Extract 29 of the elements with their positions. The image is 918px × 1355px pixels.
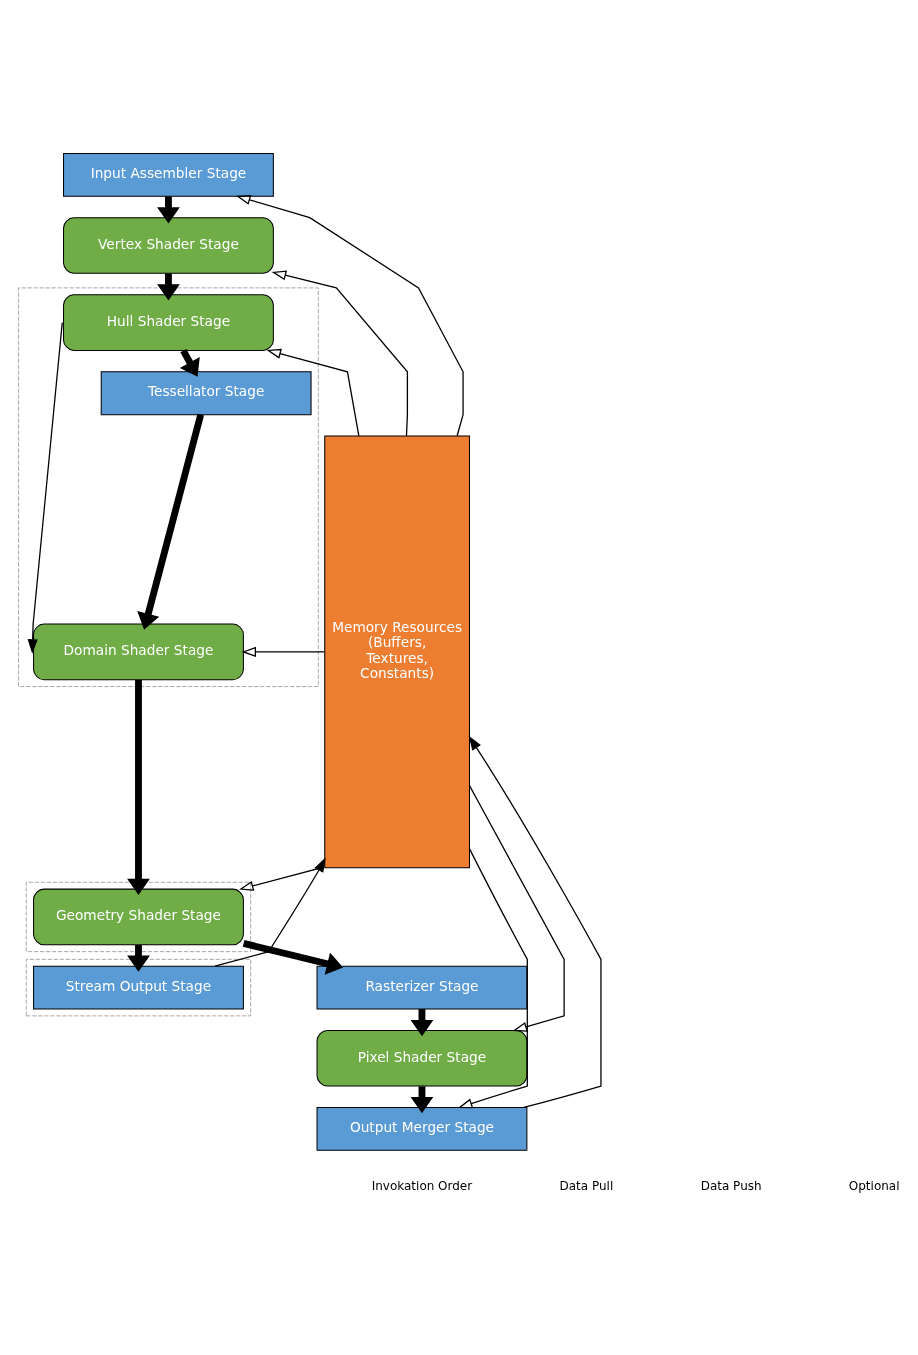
node-box: Geometry Shader Stage — [33, 888, 244, 945]
legend-label: Optional — [848, 1178, 900, 1193]
legend-label: Data Push — [700, 1178, 762, 1193]
arrow — [457, 847, 528, 1108]
arrow — [266, 348, 360, 436]
cluster — [18, 286, 319, 687]
arrow — [242, 939, 344, 975]
arrow — [468, 784, 565, 1032]
node-box: Stream Output Stage — [33, 965, 244, 1010]
arrow — [241, 646, 325, 657]
arrow — [137, 413, 205, 630]
cluster — [25, 958, 252, 1016]
cluster — [25, 881, 252, 952]
node-box: Input Assembler Stage — [63, 152, 274, 197]
node-box: Pixel Shader Stage — [316, 1029, 528, 1087]
arrow — [236, 194, 464, 437]
node-box: Rasterizer Stage — [316, 965, 528, 1010]
node-box: Hull Shader Stage — [63, 293, 274, 351]
arrow — [468, 735, 602, 1108]
legend-label: Invokation Order — [371, 1178, 473, 1193]
legend-label: Data Pull — [559, 1178, 614, 1193]
node-box: Memory Resources (Buffers, Textures, Constants) — [324, 435, 470, 868]
node-box: Domain Shader Stage — [33, 623, 244, 680]
arrow — [127, 679, 150, 895]
node-box: Vertex Shader Stage — [63, 216, 274, 274]
arrow — [271, 269, 409, 437]
arrow — [27, 321, 63, 654]
node-box: Tessellator Stage — [100, 370, 312, 415]
node-box: Output Merger Stage — [316, 1106, 528, 1151]
